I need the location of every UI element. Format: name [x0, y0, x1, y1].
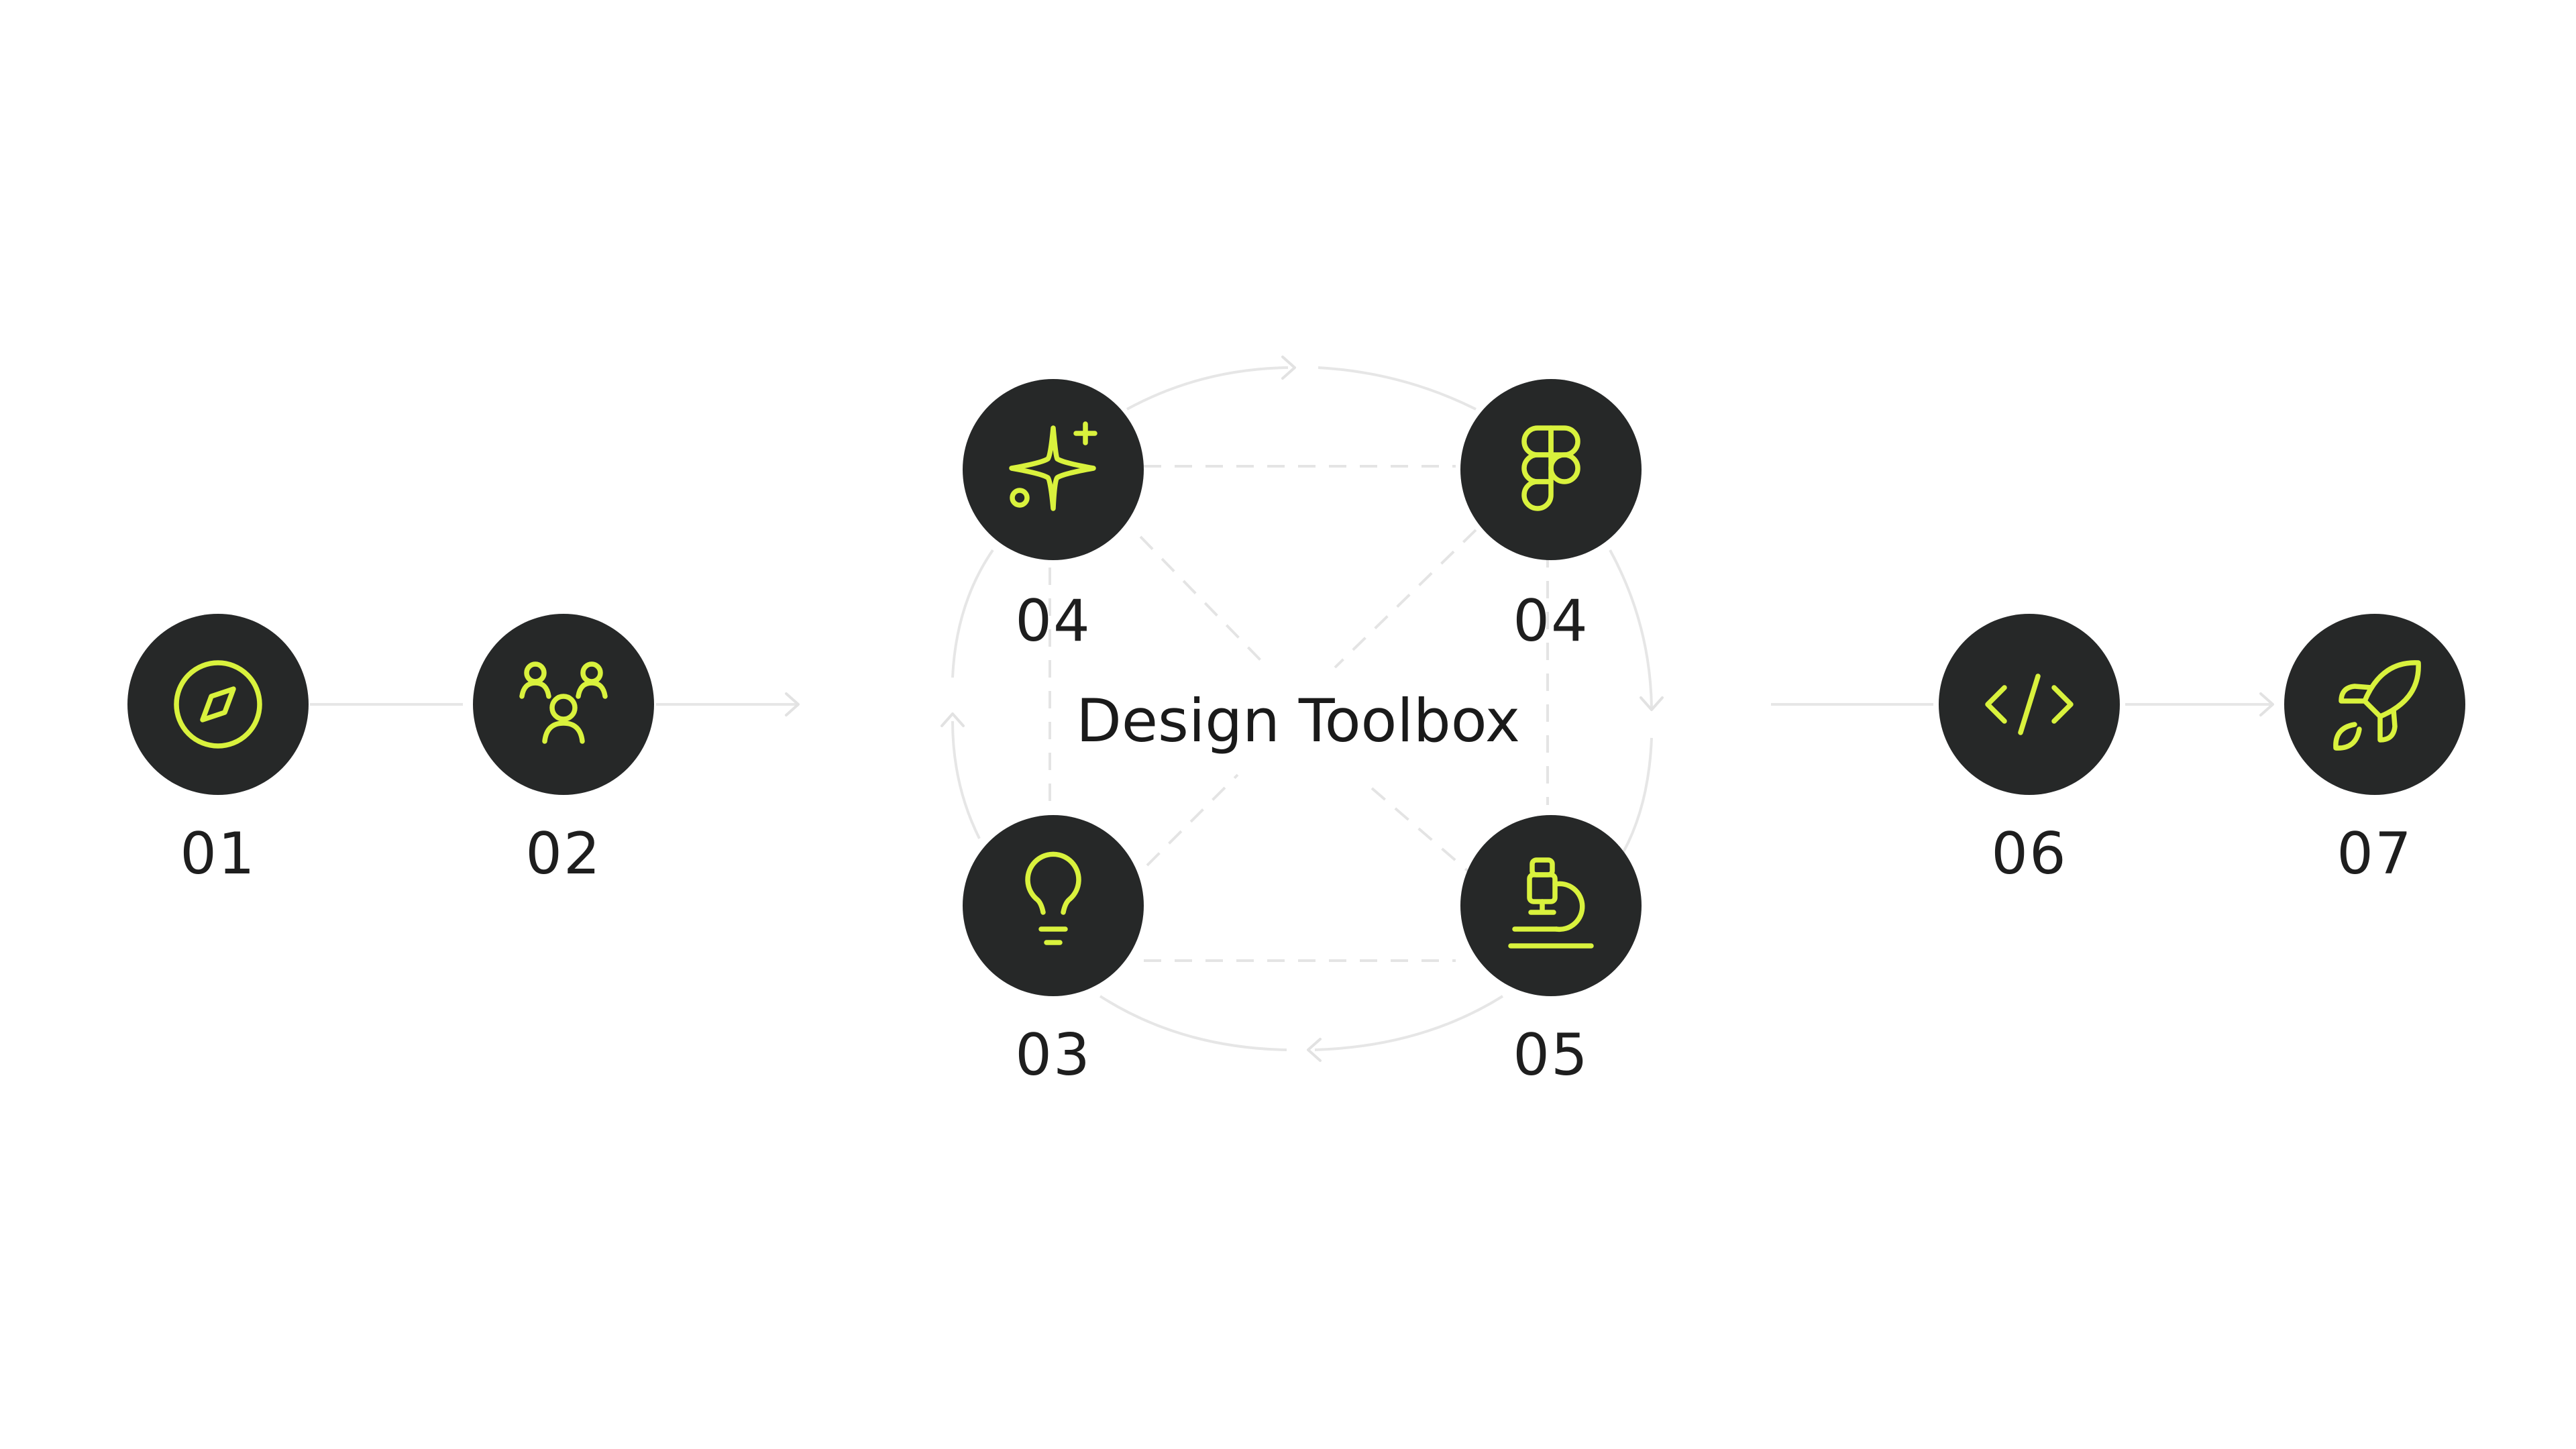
step-label: 06	[1991, 820, 2067, 888]
step-label: 02	[525, 820, 601, 888]
step-node[interactable]	[963, 815, 1144, 996]
cycle-arc-bottom-left	[1099, 995, 1287, 1051]
cycle-arc-right-bottom	[1622, 737, 1653, 853]
step-03[interactable]: 03	[963, 815, 1144, 1089]
cycle-arc-left-top	[951, 549, 994, 678]
step-07[interactable]: 07	[2284, 614, 2465, 888]
dashed-diagonal-tr	[1334, 529, 1477, 669]
arrow-up-icon	[941, 712, 965, 727]
microscope-icon	[1508, 857, 1594, 949]
step-node[interactable]	[473, 614, 654, 795]
cycle-arc-right-top	[1609, 549, 1653, 708]
connectors	[310, 692, 2274, 716]
lightbulb-icon	[1025, 851, 1081, 945]
cycle-arc-top-left	[1126, 366, 1289, 411]
step-label: 04	[1513, 588, 1589, 655]
step-label: 01	[180, 820, 256, 888]
step-04-figma[interactable]: 04	[1460, 379, 1642, 655]
step-label: 03	[1015, 1022, 1091, 1089]
step-05[interactable]: 05	[1460, 815, 1642, 1089]
step-node[interactable]	[2284, 614, 2465, 795]
step-01[interactable]: 01	[127, 614, 309, 888]
figma-icon	[1521, 425, 1580, 511]
dashed-diagonal-tl	[1139, 535, 1263, 662]
cycle-arc-bottom-right	[1314, 995, 1504, 1051]
users-icon	[519, 661, 608, 744]
step-node[interactable]	[127, 614, 309, 795]
toolbox-dashed-links	[1049, 465, 1549, 962]
arrow-right-icon	[1281, 356, 1296, 380]
step-node[interactable]	[1460, 815, 1642, 996]
cycle-arc-left-bottom	[951, 720, 981, 839]
compass-icon	[174, 660, 262, 749]
toolbox-title: Design Toolbox	[1076, 686, 1520, 755]
step-label: 07	[2337, 820, 2412, 888]
arrow-right-icon	[785, 692, 800, 716]
arrow-left-icon	[1307, 1038, 1322, 1062]
step-label: 04	[1015, 588, 1091, 655]
step-06[interactable]: 06	[1939, 614, 2120, 888]
sparkles-icon	[1009, 421, 1097, 511]
arrow-right-icon	[2259, 692, 2274, 716]
step-04-sparkles[interactable]: 04	[963, 379, 1144, 655]
rocket-icon	[2333, 660, 2421, 751]
step-02[interactable]: 02	[473, 614, 654, 888]
arrow-down-icon	[1640, 696, 1664, 711]
step-node[interactable]	[963, 379, 1144, 560]
toolbox-cycle	[941, 356, 1664, 1062]
code-icon	[1985, 674, 2074, 735]
step-label: 05	[1513, 1022, 1589, 1089]
dashed-diagonal-br	[1371, 787, 1470, 873]
cycle-arc-top-right	[1318, 366, 1477, 411]
dashed-diagonal-bl	[1146, 773, 1239, 867]
